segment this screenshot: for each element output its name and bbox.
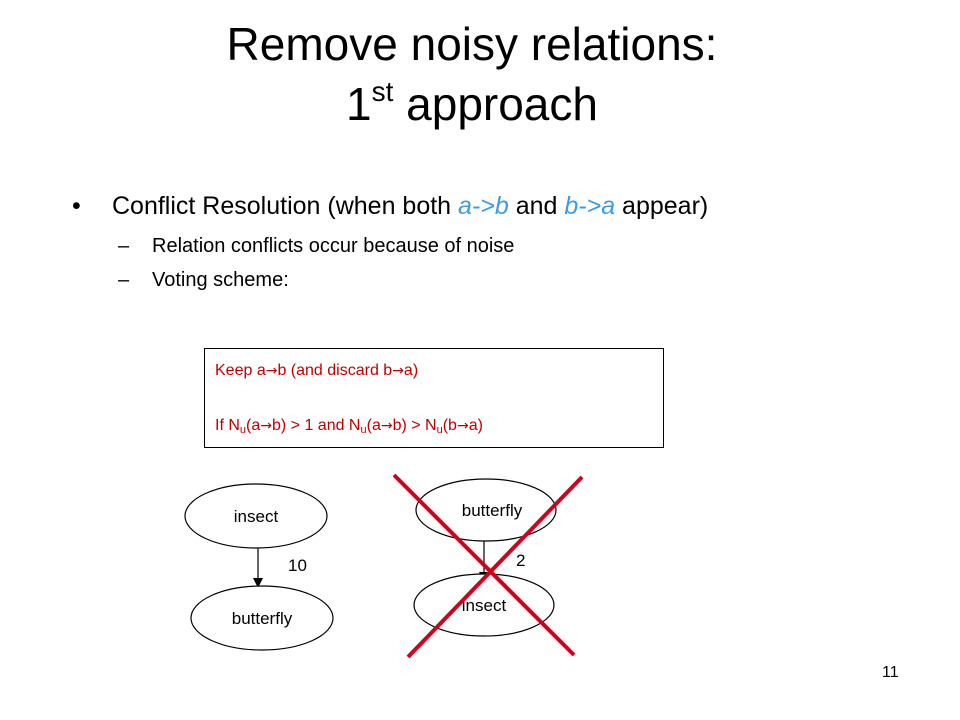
bullet-text: Conflict Resolution (when both a->b and … xyxy=(112,192,708,220)
right-arrow-icon: → xyxy=(380,418,393,434)
right-arrow-icon: → xyxy=(392,363,404,379)
node-insect xyxy=(413,573,555,637)
cross-out-icon xyxy=(406,475,584,659)
rule-text: b) > N xyxy=(392,417,437,434)
node-insect xyxy=(184,483,328,549)
voting-rule-box: Keep a→b (and discard b→a) If Nu(a→b) > … xyxy=(204,348,664,448)
bullet-lead: Conflict Resolution (when both xyxy=(112,192,459,220)
rule-text: If N xyxy=(215,417,240,434)
right-arrow-icon: → xyxy=(260,418,272,434)
subbullet-voting: –Voting scheme: xyxy=(118,268,289,292)
rule-text: b) > 1 and N xyxy=(271,417,361,434)
subbullet-noise: –Relation conflicts occur because of noi… xyxy=(118,234,514,258)
rule-text: a) xyxy=(403,362,419,379)
subbullet-text: Relation conflicts occur because of nois… xyxy=(152,235,515,257)
right-arrow-icon: → xyxy=(456,418,469,434)
bullet-a-to-b: a->b xyxy=(458,192,509,220)
title-approach: approach xyxy=(393,78,598,130)
rule-keep-line: Keep a→b (and discard b→a) xyxy=(215,362,418,380)
node-butterfly xyxy=(415,478,557,542)
discarded-relation-diagram: butterfly 2 insect xyxy=(392,473,584,659)
title-line-2: 1st approach xyxy=(0,74,944,141)
rule-text: (a xyxy=(246,417,261,434)
page-number: 11 xyxy=(882,664,899,681)
subbullet-dash: – xyxy=(118,235,130,257)
edge-count: 2 xyxy=(516,551,525,570)
bullet-b-to-a: b->a xyxy=(564,192,616,220)
bullet-tail: appear) xyxy=(615,192,709,220)
node-label: insect xyxy=(234,507,279,526)
edge-count: 10 xyxy=(288,556,307,575)
subbullet-dash: – xyxy=(118,269,130,291)
rule-text: b (and discard b xyxy=(277,362,393,379)
rule-subscript: u xyxy=(360,424,367,436)
right-arrow-icon: → xyxy=(265,363,278,379)
title-line-1: Remove noisy relations: xyxy=(226,18,718,70)
node-label: insect xyxy=(462,596,507,615)
slide-title: Remove noisy relations: 1st approach xyxy=(0,14,944,141)
rule-text: Keep a xyxy=(215,362,266,379)
bullet-dot: • xyxy=(72,192,81,220)
node-label: butterfly xyxy=(232,609,293,628)
bullet-and: and xyxy=(508,192,565,220)
rule-text: a) xyxy=(468,417,483,434)
bullet-conflict-resolution: • Conflict Resolution (when both a->b an… xyxy=(72,190,708,222)
title-ordinal: 1 xyxy=(346,78,372,130)
rule-text: (a xyxy=(366,417,381,434)
node-butterfly xyxy=(190,585,334,651)
subbullet-text: Voting scheme: xyxy=(152,269,289,291)
kept-relation-diagram: insect 10 butterfly xyxy=(184,483,334,651)
rule-condition-line: If Nu(a→b) > 1 and Nu(a→b) > Nu(b→a) xyxy=(215,417,483,439)
title-ordinal-suffix: st xyxy=(371,76,394,107)
rule-text: (b xyxy=(442,417,457,434)
cross-out-icon xyxy=(392,473,576,657)
rule-subscript: u xyxy=(239,424,247,436)
rule-subscript: u xyxy=(436,424,443,436)
node-label: butterfly xyxy=(462,501,523,520)
